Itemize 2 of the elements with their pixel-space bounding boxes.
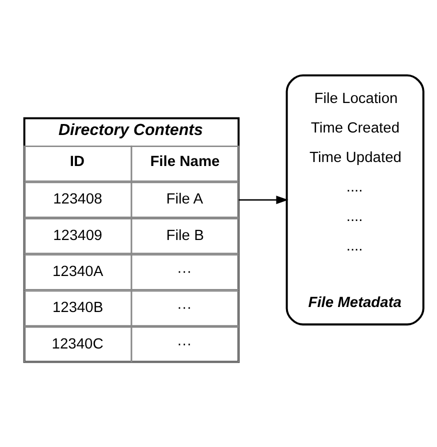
node-box: File Location Time Created Time Updated .... .... .... File Metadata (286, 74, 424, 325)
arrow (238, 195, 288, 204)
